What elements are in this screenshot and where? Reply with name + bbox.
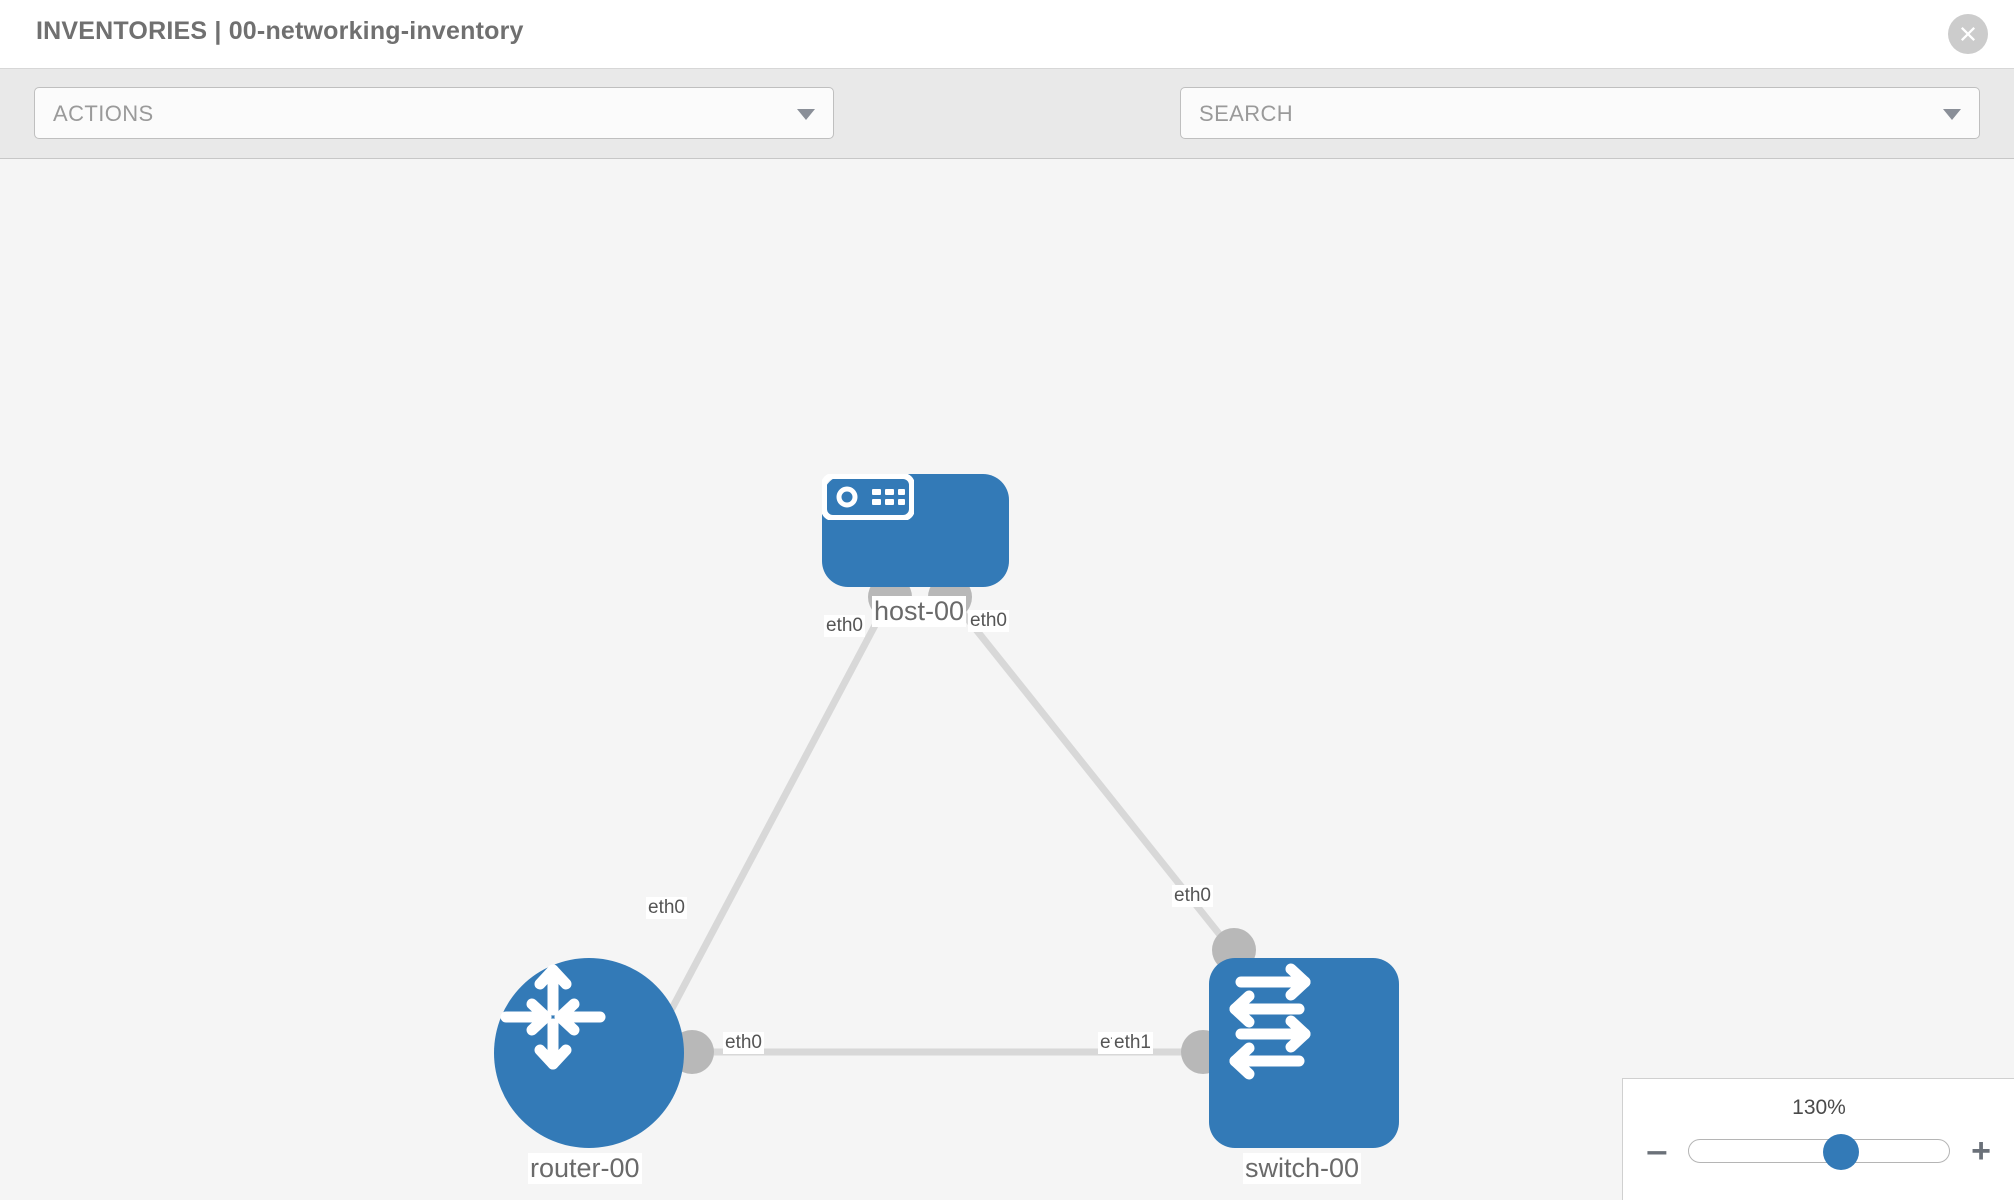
close-icon xyxy=(1957,23,1979,45)
link-host-router xyxy=(646,595,894,1052)
iface-label-host-left: eth0 xyxy=(824,615,865,637)
zoom-slider-thumb[interactable] xyxy=(1823,1134,1860,1170)
iface-label-router-right: eth0 xyxy=(723,1032,764,1054)
iface-label-host-right: eth0 xyxy=(968,610,1009,632)
zoom-control-panel: 130% ‒ + xyxy=(1622,1078,2014,1200)
close-button[interactable] xyxy=(1948,14,1988,54)
zoom-out-button[interactable]: ‒ xyxy=(1647,1132,1667,1170)
iface-label-switch-up: eth0 xyxy=(1172,885,1213,907)
zoom-in-button[interactable]: + xyxy=(1971,1132,1991,1170)
zoom-level-value: 130% xyxy=(1792,1096,1846,1119)
page-header: INVENTORIES | 00-networking-inventory xyxy=(0,0,2014,69)
actions-dropdown[interactable]: ACTIONS xyxy=(34,87,834,139)
node-label-switch-00: switch-00 xyxy=(1243,1153,1362,1184)
router-node-shape[interactable] xyxy=(494,958,684,1148)
host-node-shape[interactable] xyxy=(822,474,1009,587)
search-input[interactable]: SEARCH xyxy=(1180,87,1980,139)
topology-canvas[interactable]: host-00 eth0 eth0 xyxy=(0,160,2014,1200)
search-placeholder: SEARCH xyxy=(1199,101,1294,126)
iface-label-switch-left: eth1 xyxy=(1112,1032,1153,1054)
chevron-down-icon xyxy=(1943,109,1961,120)
toolbar: ACTIONS xyxy=(0,69,2014,198)
node-label-host-00: host-00 xyxy=(872,596,967,627)
actions-dropdown-label: ACTIONS xyxy=(53,101,154,126)
zoom-control-row: ‒ + xyxy=(1623,1131,2014,1171)
page-title: INVENTORIES | 00-networking-inventory xyxy=(36,17,524,45)
chevron-down-icon xyxy=(797,109,815,120)
node-label-router-00: router-00 xyxy=(528,1153,642,1184)
iface-label-router-up: eth0 xyxy=(646,897,687,919)
topology-links-layer xyxy=(633,575,1256,1074)
switch-node-shape[interactable] xyxy=(1209,958,1399,1148)
zoom-slider[interactable] xyxy=(1688,1134,1950,1170)
